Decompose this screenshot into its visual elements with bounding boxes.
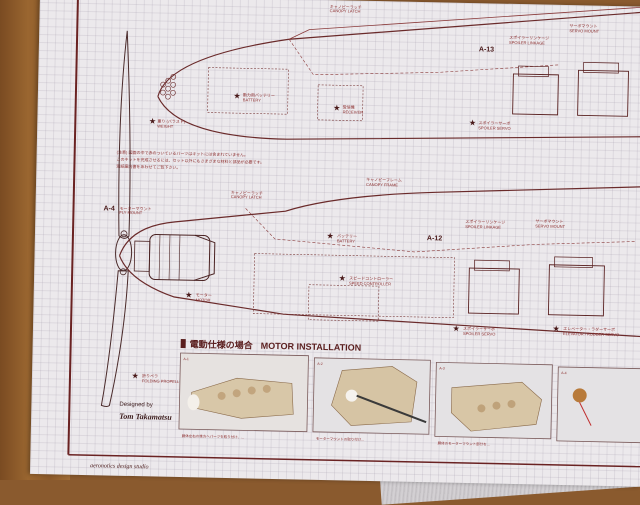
frame-bottom: [68, 453, 640, 468]
motor-drawing: [133, 233, 216, 281]
svg-text:★: ★: [234, 92, 241, 100]
svg-text:SPOILER LINKAGE: SPOILER LINKAGE: [509, 40, 545, 46]
svg-text:FOLDING PROPELLER: FOLDING PROPELLER: [142, 378, 185, 384]
svg-text:A-1: A-1: [183, 357, 189, 361]
rudder-servo-lower: [547, 264, 605, 317]
spoiler-servo-lower: [467, 267, 520, 315]
svg-text:SERVO MOUNT: SERVO MOUNT: [569, 28, 599, 34]
svg-text:バッテリー: バッテリー: [337, 232, 357, 238]
svg-text:Designed by: Designed by: [119, 402, 152, 409]
step-photo-1: A-1 胴体左右の後方へパーツを取り付け、...: [178, 352, 309, 439]
svg-text:胴体のモーターマウント部分を...: 胴体のモーターマウント部分を...: [438, 440, 490, 446]
part-a4: A-4: [103, 205, 115, 212]
svg-text:受信機: 受信機: [343, 103, 355, 109]
motor-installation-section: 電動仕様の場合 MOTOR INSTALLATION A-1 胴体左右の後方へパ…: [178, 338, 640, 447]
svg-text:SPOILER SERVO: SPOILER SERVO: [478, 125, 510, 131]
svg-text:ELEVATOR / RUDDER SERVO: ELEVATOR / RUDDER SERVO: [563, 331, 619, 337]
svg-text:★: ★: [186, 291, 193, 299]
svg-text:★: ★: [339, 274, 346, 282]
designer-signature: Tom Takamatsu: [119, 412, 172, 422]
svg-text:キャノピーラッチ: キャノピーラッチ: [231, 189, 263, 196]
svg-text:エレベーター・ラダーサーボ: エレベーター・ラダーサーボ: [563, 325, 615, 332]
svg-text:WEIGHT: WEIGHT: [157, 123, 174, 128]
upper-fuselage: ★ 動力用バッテリー BATTERY ★ 受信機 RECEIVER ★ 重り (…: [149, 3, 640, 140]
svg-text:サーボマウント: サーボマウント: [535, 217, 563, 224]
svg-text:RECEIVER: RECEIVER: [343, 109, 364, 114]
svg-text:★: ★: [453, 325, 460, 333]
receiver-box: [317, 84, 364, 122]
svg-text:SPOILER LINKAGE: SPOILER LINKAGE: [465, 224, 501, 230]
notes-block: (注意) 図面の中で赤のついているパーツはキットには含まれていません。 このキッ…: [116, 149, 265, 170]
svg-text:★: ★: [327, 232, 334, 240]
svg-text:BATTERY: BATTERY: [337, 238, 356, 243]
svg-text:別紙案内書をあわせてご覧下さい。: 別紙案内書をあわせてご覧下さい。: [116, 163, 180, 170]
svg-text:重り (バラスト): 重り (バラスト): [157, 117, 185, 124]
section-title-jp: 電動仕様の場合: [190, 338, 254, 350]
step-photo-4: A-4: [556, 366, 640, 444]
svg-text:SPOILER SERVO: SPOILER SERVO: [463, 331, 495, 337]
blueprint-sheet: ★ 動力用バッテリー BATTERY ★ 受信機 RECEIVER ★ 重り (…: [29, 0, 640, 487]
svg-text:SPEED CONTROLLER: SPEED CONTROLLER: [349, 281, 391, 287]
svg-text:キャノピーラッチ: キャノピーラッチ: [330, 3, 362, 10]
svg-text:キャノピーフレーム: キャノピーフレーム: [366, 177, 402, 183]
lower-fuselage: ★ モーター MOTOR A-4 モーターマウント FLY MOUNT ★ バッ…: [103, 177, 640, 338]
servo-upper-2: [577, 69, 629, 117]
svg-text:★: ★: [553, 325, 560, 333]
blueprint-drawing: ★ 動力用バッテリー BATTERY ★ 受信機 RECEIVER ★ 重り (…: [67, 0, 640, 471]
svg-text:モーターマウント: モーターマウント: [119, 205, 151, 212]
svg-text:モーターマウントの取り付け...: モーターマウントの取り付け...: [316, 436, 365, 442]
svg-text:スポイラーサーボ: スポイラーサーボ: [463, 325, 495, 332]
battery-area-lower: [253, 253, 455, 319]
svg-text:MOTOR: MOTOR: [196, 297, 211, 302]
spoiler-servo-upper: [512, 73, 559, 116]
studio-name: aeronotics design studio: [90, 463, 149, 470]
battery-box: [207, 67, 289, 115]
svg-text:BATTERY: BATTERY: [243, 97, 262, 102]
svg-text:A-2: A-2: [317, 362, 323, 366]
nose-cells: [160, 74, 177, 100]
battery-label-upper: 動力用バッテリー: [243, 91, 275, 98]
motor-label: モーター: [196, 291, 212, 297]
section-title-en: MOTOR INSTALLATION: [261, 341, 362, 353]
svg-text:SERVO MOUNT: SERVO MOUNT: [535, 223, 565, 229]
speed-controller-box: [307, 284, 380, 322]
svg-text:CANOPY FRAME: CANOPY FRAME: [366, 182, 398, 188]
svg-text:FLY MOUNT: FLY MOUNT: [119, 210, 142, 215]
svg-text:★: ★: [469, 119, 476, 127]
svg-text:★: ★: [132, 372, 139, 380]
part-a13-upper: A-13: [479, 46, 494, 53]
frame-left: [67, 0, 79, 455]
part-a12: A-12: [427, 235, 442, 242]
svg-text:スポイラーサーボ: スポイラーサーボ: [478, 119, 510, 126]
svg-text:CANOPY LATCH: CANOPY LATCH: [231, 194, 262, 200]
step-photo-3: A-3 胴体のモーターマウント部分を...: [434, 361, 553, 447]
svg-text:CANOPY LATCH: CANOPY LATCH: [330, 8, 361, 14]
prop-label: 折りペラ: [142, 372, 158, 378]
svg-text:A-4: A-4: [561, 371, 567, 375]
svg-text:胴体左右の後方へパーツを取り付け、...: 胴体左右の後方へパーツを取り付け、...: [182, 433, 244, 439]
svg-text:サーボマウント: サーボマウント: [569, 22, 597, 29]
credits: Designed by Tom Takamatsu aeronotics des…: [90, 402, 172, 471]
step-photo-2: A-2 モーターマウントの取り付け...: [312, 357, 431, 442]
svg-text:このキットを完成させるには、セット以外にもさまざまな材料と部: このキットを完成させるには、セット以外にもさまざまな材料と部品が必要です。: [117, 156, 265, 165]
svg-text:スピードコントローラー: スピードコントローラー: [349, 275, 393, 282]
svg-text:スポイラーリンケージ: スポイラーリンケージ: [509, 34, 549, 41]
folding-propeller: ★ 折りペラ FOLDING PROPELLER: [100, 30, 185, 407]
svg-text:スポイラーリンケージ: スポイラーリンケージ: [465, 218, 505, 225]
svg-text:★: ★: [149, 117, 156, 125]
svg-text:★: ★: [334, 104, 341, 112]
svg-text:A-3: A-3: [439, 366, 445, 370]
svg-text:(注意) 図面の中で赤のついているパーツはキットには含まれて: (注意) 図面の中で赤のついているパーツはキットには含まれていません。: [117, 149, 248, 158]
